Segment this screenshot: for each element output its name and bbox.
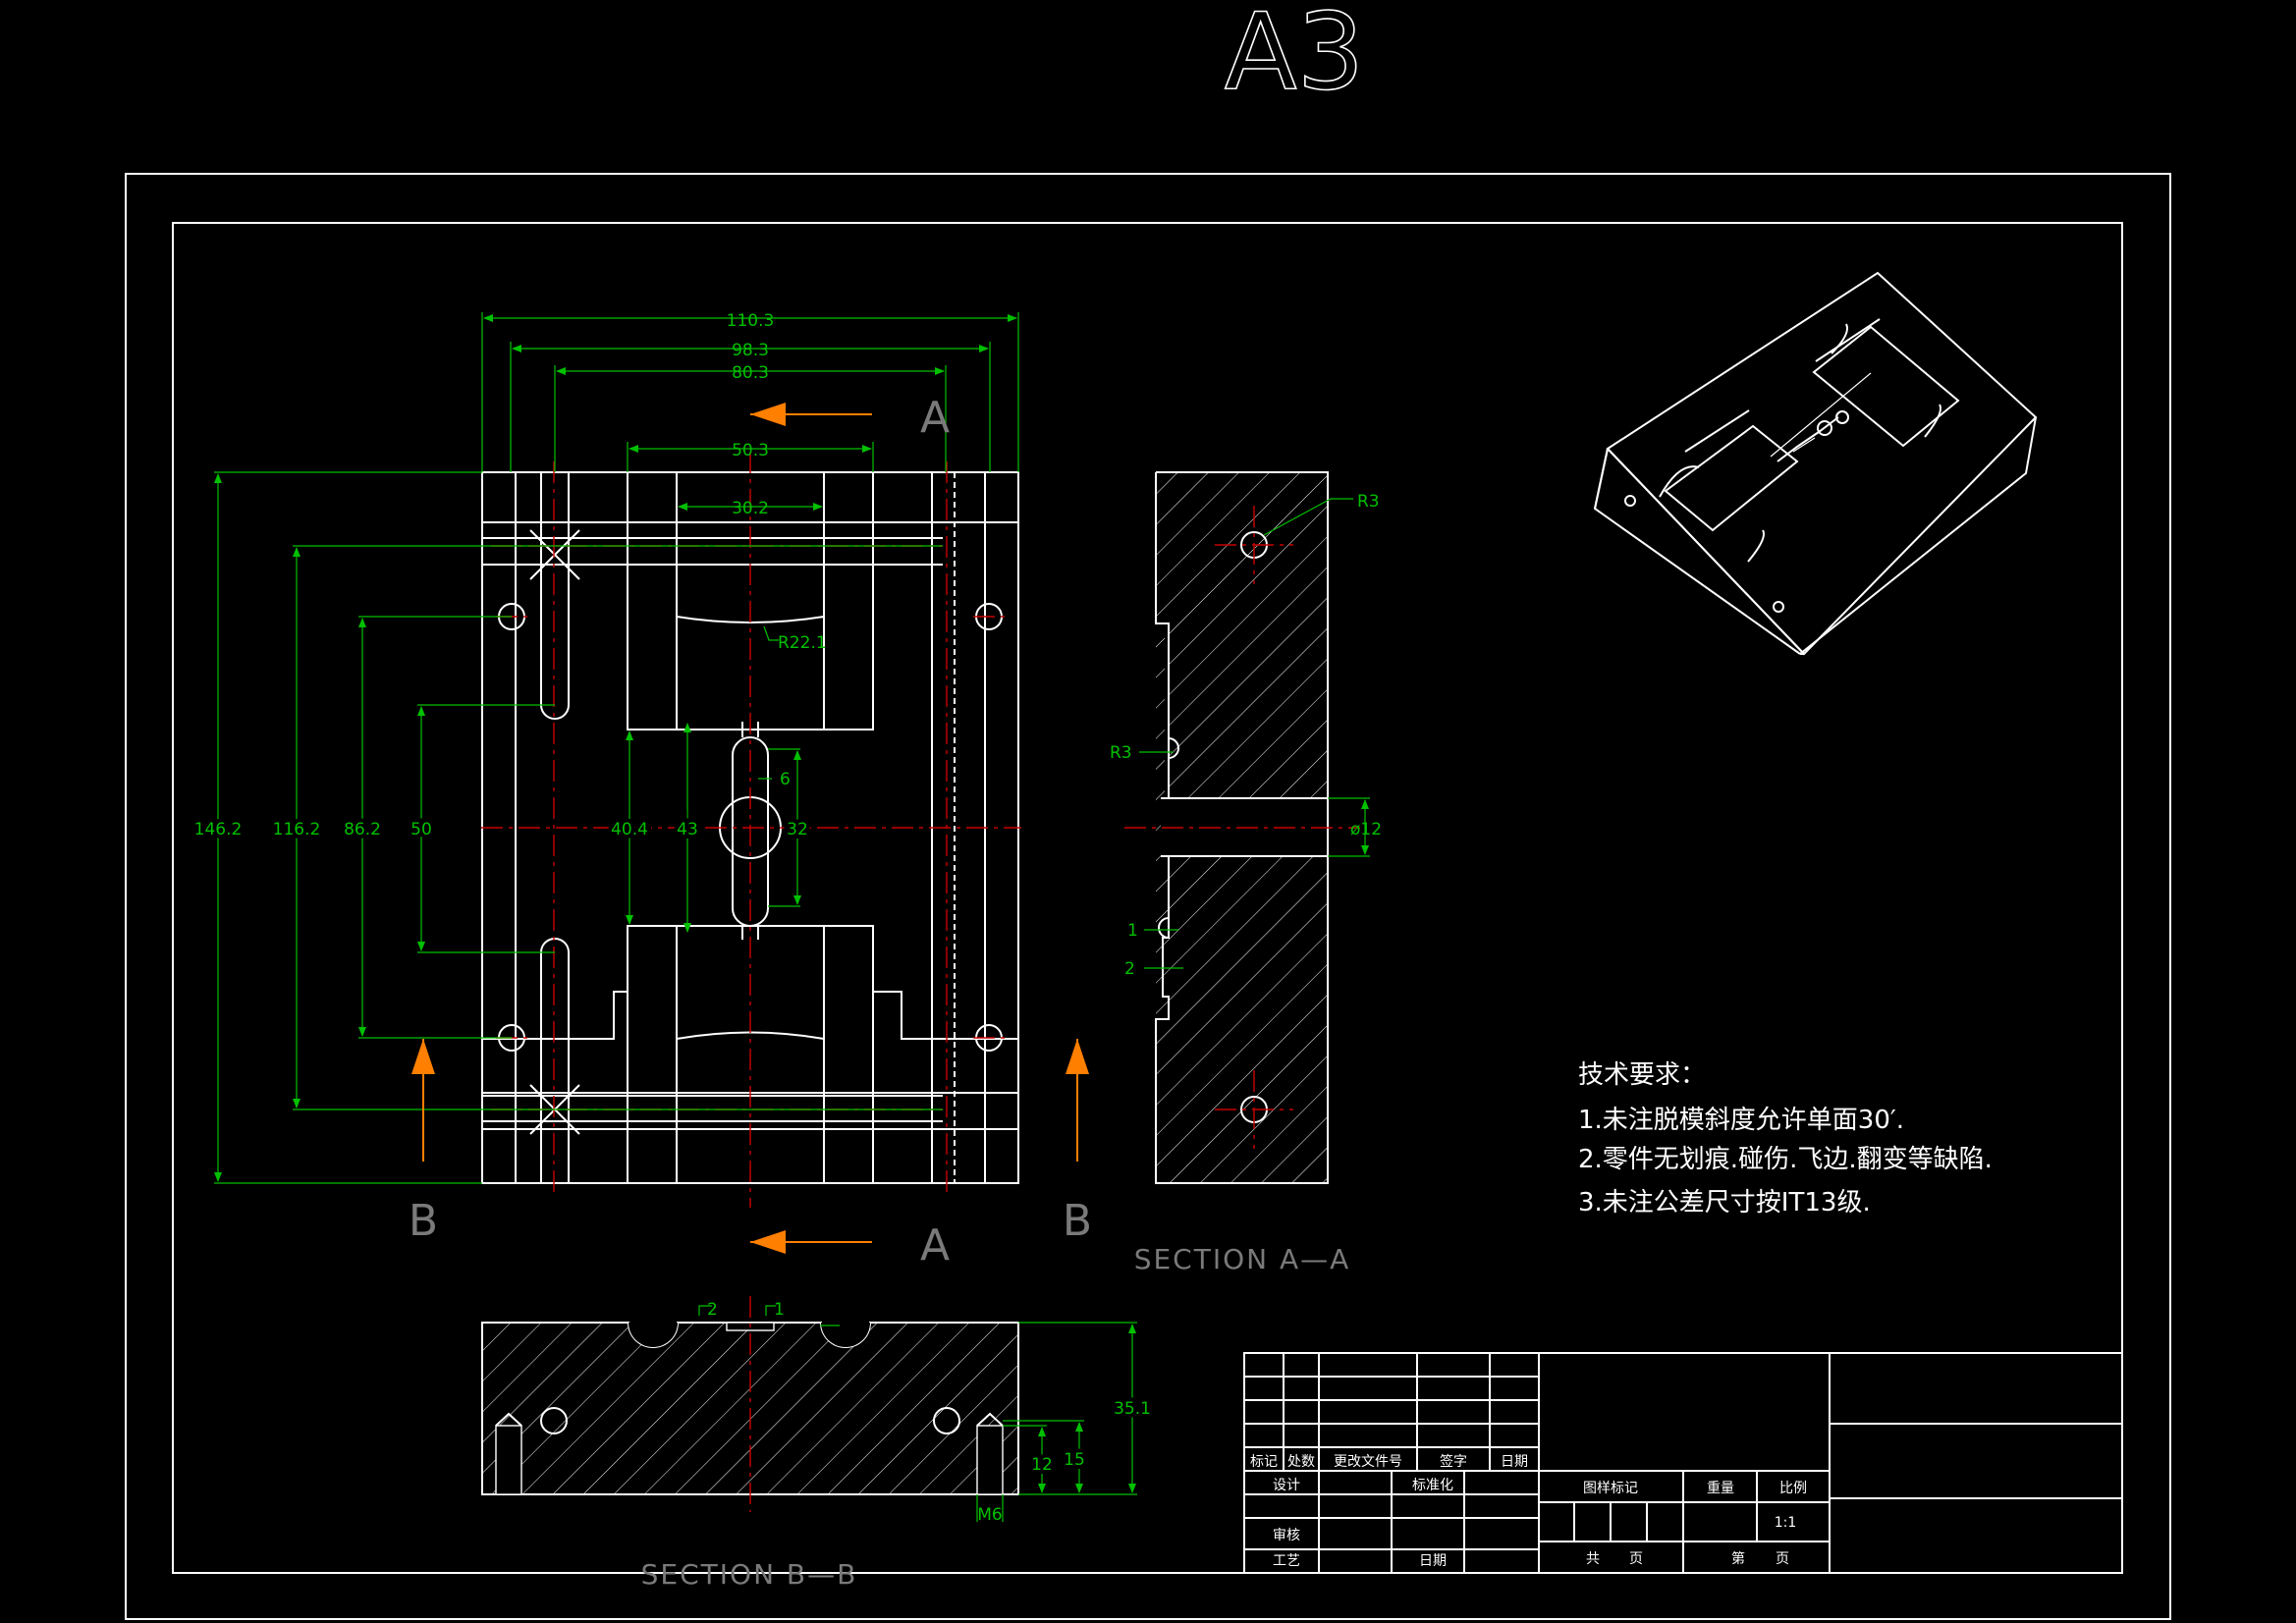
dim-m6: M6	[977, 1505, 1002, 1525]
dim-35-1: 35.1	[1114, 1399, 1151, 1419]
tb-label-sign: 签字	[1440, 1453, 1467, 1470]
tb-stage-mark: 图样标记	[1583, 1481, 1638, 1496]
dim-r22-1: R22.1	[778, 633, 827, 653]
dim-50-3: 50.3	[732, 441, 769, 460]
dim-110-3: 110.3	[727, 311, 775, 331]
sheet-size-label: A3	[1225, 0, 1365, 114]
front-view: 110.3 98.3 80.3 50.3 30.2 146.2 116.2 86…	[191, 311, 1092, 1271]
dim-43: 43	[677, 820, 698, 839]
tech-req-item-1: 1.未注脱模斜度允许单面30′.	[1578, 1106, 1904, 1135]
tb-label-change-doc: 更改文件号	[1334, 1454, 1402, 1470]
section-mark-a-bottom: A	[920, 1220, 950, 1271]
tb-label-date: 日期	[1501, 1454, 1528, 1470]
tb-process: 工艺	[1273, 1553, 1300, 1569]
dim-r3-top: R3	[1357, 492, 1380, 512]
section-mark-b-left: B	[409, 1196, 438, 1246]
dim-40-4: 40.4	[611, 820, 648, 839]
tb-label-count: 处数	[1287, 1454, 1315, 1470]
dim-30-2: 30.2	[732, 499, 769, 518]
dim-6: 6	[780, 770, 791, 789]
tb-standard: 标准化	[1412, 1478, 1453, 1493]
tb-weight: 重量	[1707, 1481, 1734, 1496]
tb-review: 审核	[1273, 1528, 1300, 1543]
tb-scale-value: 1:1	[1775, 1515, 1797, 1531]
tb-scale: 比例	[1779, 1481, 1807, 1496]
title-block: 标记 处数 更改文件号 签字 日期 设计 标准化 审核 工艺 日期 图样标记 重…	[1243, 1352, 2123, 1574]
tech-req-heading: 技术要求：	[1578, 1060, 1706, 1090]
dim-146-2: 146.2	[194, 820, 243, 839]
tb-sheet-no: 第	[1731, 1550, 1745, 1567]
dim-116-2: 116.2	[273, 820, 321, 839]
dim-r3-left: R3	[1110, 743, 1132, 763]
dim-15: 15	[1064, 1450, 1085, 1470]
dim-1: 1	[1127, 921, 1138, 941]
dim-12: 12	[1031, 1455, 1053, 1475]
inner-frame	[172, 222, 2123, 1574]
tb-page: 页	[1629, 1551, 1643, 1567]
tb-total: 共	[1586, 1551, 1600, 1567]
dim-32: 32	[787, 820, 808, 839]
section-bb-title: SECTION B—B	[641, 1558, 858, 1591]
dim-86-2: 86.2	[344, 820, 381, 839]
outer-border	[125, 173, 2171, 1620]
section-mark-a-top: A	[920, 393, 950, 443]
tech-req-item-3: 3.未注公差尺寸按IT13级.	[1578, 1188, 1871, 1217]
tech-req-item-2: 2.零件无划痕.碰伤.飞边.翻变等缺陷.	[1578, 1145, 1993, 1174]
isometric-view	[1593, 271, 2038, 656]
tb-date: 日期	[1419, 1553, 1447, 1569]
dim-50: 50	[410, 820, 432, 839]
section-aa-view: R3 R3 ø12 1 2 SECTION A—A	[1110, 471, 1382, 1275]
tb-page-2: 页	[1776, 1551, 1789, 1567]
dim-80-3: 80.3	[732, 363, 769, 383]
dim-98-3: 98.3	[732, 341, 769, 360]
tb-label-mark: 标记	[1250, 1454, 1278, 1470]
dim-dia-12: ø12	[1350, 820, 1382, 839]
dim-bb-2: 2	[707, 1300, 718, 1320]
technical-requirements: 技术要求： 1.未注脱模斜度允许单面30′. 2.零件无划痕.碰伤.飞边.翻变等…	[1578, 1060, 1993, 1217]
section-aa-title: SECTION A—A	[1134, 1243, 1351, 1275]
dim-bb-1: 1	[774, 1300, 785, 1320]
section-bb-view: 2 1 35.1 15 12 M6 SECTION B—B	[481, 1296, 1155, 1591]
section-mark-b-right: B	[1063, 1196, 1092, 1246]
dim-2: 2	[1124, 959, 1135, 979]
tb-design: 设计	[1273, 1478, 1300, 1493]
